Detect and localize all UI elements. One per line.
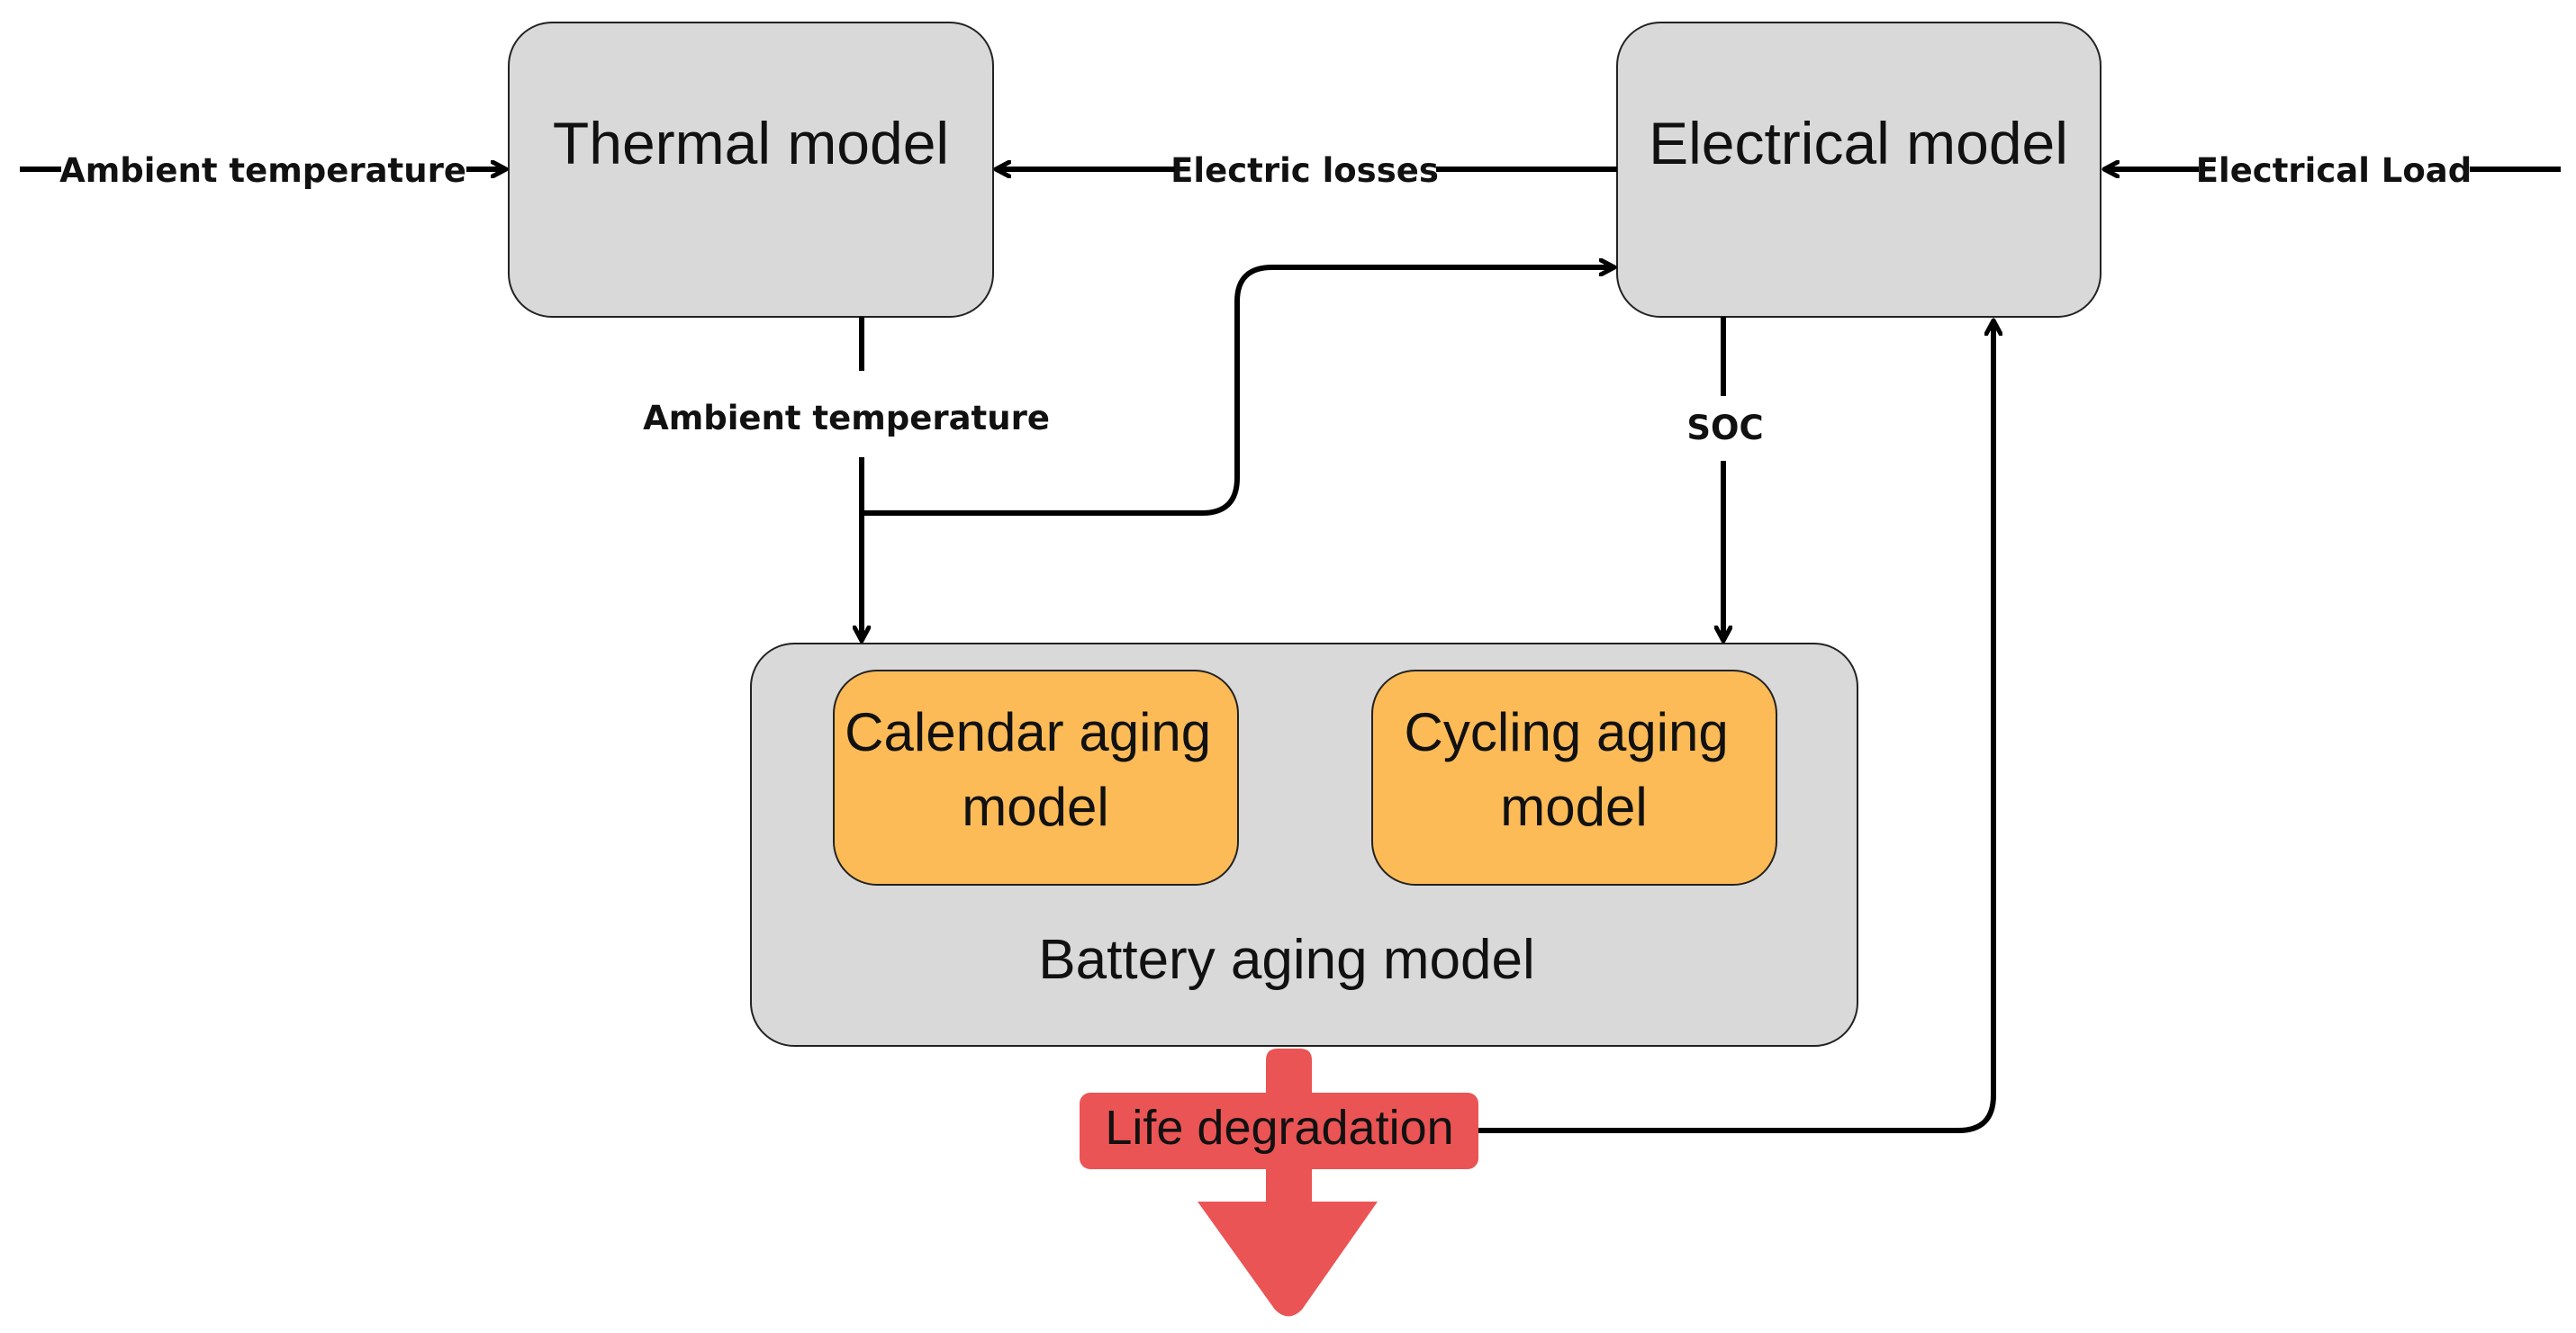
calendar-aging-label-line2: model	[962, 777, 1108, 837]
electric-losses-label: Electric losses	[1170, 151, 1439, 190]
degradation-feedback-path	[1477, 320, 1993, 1133]
thermal-model-label: Thermal model	[553, 110, 949, 176]
calendar-aging-model-box	[833, 670, 1239, 886]
life-degradation-arrow	[1198, 1049, 1378, 1317]
ambient-down-label: Ambient temperature	[643, 399, 1050, 437]
life-degradation-box	[1080, 1093, 1478, 1169]
cycling-aging-label-line2: model	[1500, 777, 1647, 837]
thermal-model-box	[508, 22, 994, 318]
soc-label: SOC	[1686, 409, 1763, 447]
cycling-aging-model-box	[1371, 670, 1777, 886]
ambient-to-electrical-path	[862, 267, 1614, 516]
cycling-aging-label-line1: Cycling aging	[1405, 702, 1729, 762]
svg-text:Calendar aging model: Calendar aging model	[845, 702, 1226, 837]
svg-text:Cycling aging model: Cycling aging model	[1405, 702, 1744, 837]
life-degradation-label: Life degradation	[1105, 1101, 1453, 1155]
electrical-load-label: Electrical Load	[2196, 151, 2472, 190]
battery-aging-model-label: Battery aging model	[1038, 929, 1534, 991]
calendar-aging-label-line1: Calendar aging	[845, 702, 1211, 762]
ambient-input-label: Ambient temperature	[59, 151, 466, 190]
electrical-model-label: Electrical model	[1649, 110, 2068, 176]
